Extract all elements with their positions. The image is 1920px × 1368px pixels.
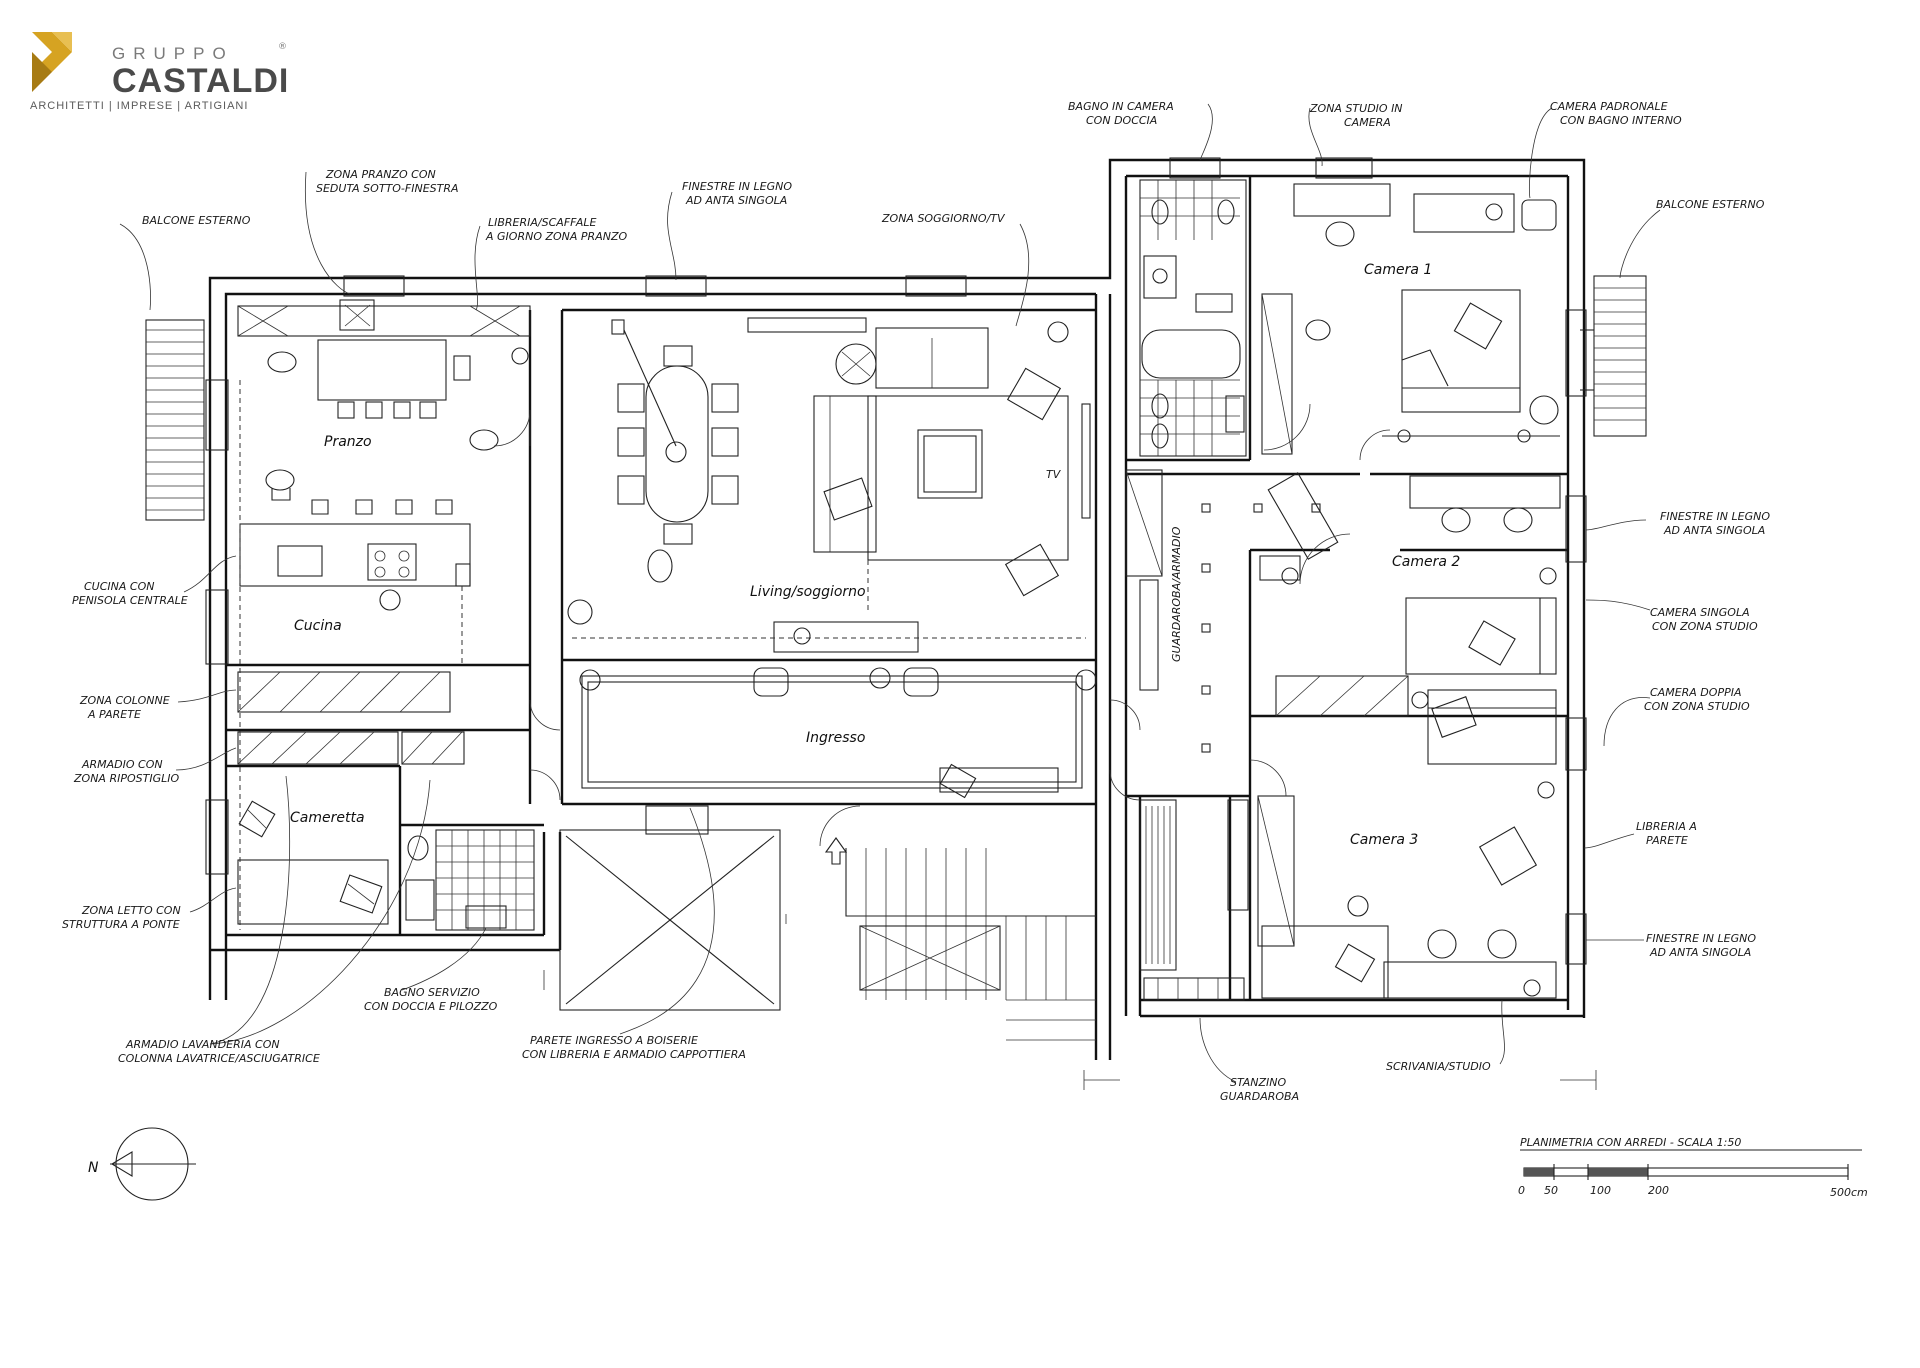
label-armadio-ripostiglio-1: ARMADIO CON bbox=[81, 758, 163, 771]
label-libreria-parete-2: PARETE bbox=[1646, 834, 1688, 847]
scale-tick-100: 100 bbox=[1590, 1184, 1611, 1197]
kitchen-columns bbox=[237, 671, 465, 765]
label-bagno-servizio-2: CON DOCCIA E PILOZZO bbox=[364, 1000, 498, 1013]
label-finestre-camera3-2: AD ANTA SINGOLA bbox=[1649, 946, 1751, 959]
label-camera-padronale-2: CON BAGNO INTERNO bbox=[1560, 114, 1682, 127]
annotations: BALCONE ESTERNO ZONA PRANZO CON SEDUTA S… bbox=[62, 100, 1770, 1103]
label-zona-soggiorno: ZONA SOGGIORNO/TV bbox=[881, 212, 1006, 225]
west-balcony bbox=[145, 319, 205, 521]
scale-title: PLANIMETRIA CON ARREDI - SCALA 1:50 bbox=[1520, 1136, 1741, 1149]
bagno-camera bbox=[1139, 179, 1247, 457]
living-tv-cabinet bbox=[572, 621, 1086, 653]
scale-bar: PLANIMETRIA CON ARREDI - SCALA 1:50 0 50… bbox=[1518, 1136, 1868, 1199]
label-armadio-lavanderia-1: ARMADIO LAVANDERIA CON bbox=[125, 1038, 280, 1051]
label-finestre-camera3-1: FINESTRE IN LEGNO bbox=[1646, 932, 1756, 945]
stairs-landing bbox=[559, 805, 1096, 1041]
label-libreria-pranzo-1: LIBRERIA/SCAFFALE bbox=[488, 216, 596, 229]
leader-lines bbox=[119, 103, 1661, 1083]
label-balcone-ovest: BALCONE ESTERNO bbox=[142, 214, 251, 227]
camera-1-furniture bbox=[1261, 183, 1560, 455]
living-sofa-area bbox=[747, 317, 1091, 612]
castaldi-chevron-logo-icon bbox=[32, 32, 72, 92]
label-cucina-penisola-1: CUCINA CON bbox=[84, 580, 154, 593]
room-tv-label: TV bbox=[1046, 468, 1062, 481]
corridor bbox=[1125, 469, 1339, 1001]
scale-tick-50: 50 bbox=[1544, 1184, 1558, 1197]
room-camera-1: Camera 1 bbox=[1364, 262, 1432, 278]
label-zona-colonne-2: A PARETE bbox=[87, 708, 141, 721]
logo-brand-top: GRUPPO bbox=[112, 44, 234, 63]
north-label: N bbox=[88, 1160, 99, 1176]
label-camera-singola-2: CON ZONA STUDIO bbox=[1652, 620, 1758, 633]
room-cameretta: Cameretta bbox=[290, 810, 365, 826]
label-camera-singola-1: CAMERA SINGOLA bbox=[1650, 606, 1750, 619]
label-zona-studio-1: ZONA STUDIO IN bbox=[1309, 102, 1403, 115]
room-ingresso: Ingresso bbox=[806, 730, 865, 746]
interior-walls bbox=[226, 176, 1568, 1060]
room-pranzo: Pranzo bbox=[324, 434, 372, 450]
bagno-servizio bbox=[405, 829, 535, 931]
label-balcone-est: BALCONE ESTERNO bbox=[1656, 198, 1765, 211]
north-arrow-icon: N bbox=[88, 1127, 196, 1201]
label-camera-doppia-2: CON ZONA STUDIO bbox=[1644, 700, 1750, 713]
label-stanzino-1: STANZINO bbox=[1230, 1076, 1286, 1089]
ingresso-furniture bbox=[579, 667, 1097, 799]
living-dining-table bbox=[567, 319, 739, 625]
scale-tick-0: 0 bbox=[1518, 1184, 1525, 1197]
windows bbox=[205, 157, 1594, 965]
label-finestre-camera2-1: FINESTRE IN LEGNO bbox=[1660, 510, 1770, 523]
label-parete-ingresso-1: PARETE INGRESSO A BOISERIE bbox=[530, 1034, 698, 1047]
scale-tick-200: 200 bbox=[1648, 1184, 1669, 1197]
label-zona-pranzo-2: SEDUTA SOTTO-FINESTRA bbox=[316, 182, 459, 195]
label-stanzino-2: GUARDAROBA bbox=[1220, 1090, 1299, 1103]
east-balcony bbox=[1593, 275, 1647, 437]
room-names: Pranzo Cucina Cameretta Living/soggiorno… bbox=[290, 262, 1460, 848]
label-finestre-living-1: FINESTRE IN LEGNO bbox=[682, 180, 792, 193]
scale-end: 500cm bbox=[1830, 1186, 1868, 1199]
dining-area bbox=[237, 299, 531, 930]
outer-walls bbox=[208, 158, 1586, 1018]
label-scrivania: SCRIVANIA/STUDIO bbox=[1386, 1060, 1491, 1073]
section-marks bbox=[543, 914, 1597, 1090]
company-logo: GRUPPO ® CASTALDI ARCHITETTI | IMPRESE |… bbox=[30, 28, 290, 118]
label-armadio-ripostiglio-2: ZONA RIPOSTIGLIO bbox=[73, 772, 179, 785]
label-zona-colonne-1: ZONA COLONNE bbox=[79, 694, 170, 707]
label-finestre-living-2: AD ANTA SINGOLA bbox=[685, 194, 787, 207]
label-cucina-penisola-2: PENISOLA CENTRALE bbox=[72, 594, 188, 607]
label-zona-letto-2: STRUTTURA A PONTE bbox=[62, 918, 180, 931]
label-libreria-parete-1: LIBRERIA A bbox=[1636, 820, 1697, 833]
label-guardaroba-corridoio: GUARDAROBA/ARMADIO bbox=[1170, 526, 1183, 662]
label-armadio-lavanderia-2: COLONNA LAVATRICE/ASCIUGATRICE bbox=[118, 1052, 320, 1065]
room-camera-3: Camera 3 bbox=[1350, 832, 1418, 848]
room-camera-2: Camera 2 bbox=[1392, 554, 1460, 570]
cameretta-furniture bbox=[237, 800, 389, 925]
door-swings bbox=[493, 403, 1391, 847]
camera-2-furniture bbox=[1275, 475, 1561, 717]
label-bagno-servizio-1: BAGNO SERVIZIO bbox=[384, 986, 480, 999]
label-bagno-camera-2: CON DOCCIA bbox=[1086, 114, 1157, 127]
camera-3-furniture bbox=[1257, 689, 1557, 999]
label-libreria-pranzo-2: A GIORNO ZONA PRANZO bbox=[485, 230, 627, 243]
label-zona-letto-1: ZONA LETTO CON bbox=[81, 904, 181, 917]
label-camera-padronale-1: CAMERA PADRONALE bbox=[1550, 100, 1668, 113]
logo-registered-mark: ® bbox=[278, 42, 287, 52]
room-cucina: Cucina bbox=[294, 618, 342, 634]
label-zona-studio-2: CAMERA bbox=[1344, 116, 1391, 129]
label-zona-pranzo-1: ZONA PRANZO CON bbox=[325, 168, 436, 181]
label-camera-doppia-1: CAMERA DOPPIA bbox=[1650, 686, 1741, 699]
room-living: Living/soggiorno bbox=[750, 584, 866, 600]
label-parete-ingresso-2: CON LIBRERIA E ARMADIO CAPPOTTIERA bbox=[522, 1048, 746, 1061]
logo-brand-name: CASTALDI bbox=[112, 62, 290, 100]
label-bagno-camera-1: BAGNO IN CAMERA bbox=[1068, 100, 1174, 113]
logo-tagline: ARCHITETTI | IMPRESE | ARTIGIANI bbox=[30, 100, 249, 112]
label-finestre-camera2-2: AD ANTA SINGOLA bbox=[1663, 524, 1765, 537]
